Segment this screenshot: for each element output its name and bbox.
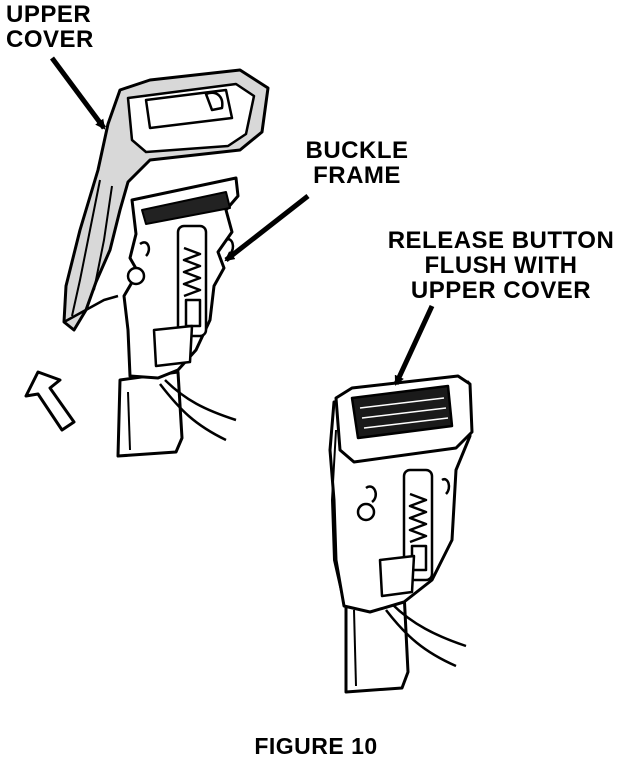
right-buckle-assembly [328,374,474,694]
label-release-line-2: FLUSH WITH [424,252,578,279]
label-upper-cover: UPPER COVER [6,2,94,52]
figure-caption: FIGURE 10 [254,733,378,759]
label-buckle-frame: BUCKLE FRAME [296,138,418,188]
label-release-line-3: UPPER COVER [410,277,592,304]
pull-down-arrow [24,370,76,432]
upper-cover-leader [49,56,107,130]
release-button [350,384,454,440]
buckle-frame-leader [224,194,310,262]
left-wires [159,379,237,442]
label-upper-cover-line-2: COVER [6,26,94,53]
left-spring [182,246,202,298]
label-release-button: RELEASE BUTTON FLUSH WITH UPPER COVER [384,228,618,303]
left-webbing-strap [116,370,184,458]
label-buckle-frame-line-1: BUCKLE [305,137,409,164]
label-upper-cover-line-1: UPPER [6,1,92,28]
release-button-leader [393,304,435,386]
label-release-line-1: RELEASE BUTTON [387,227,615,254]
right-spring [408,492,428,544]
left-buckle-assembly [62,68,270,458]
right-wires [385,603,467,668]
label-buckle-frame-line-2: FRAME [313,162,401,189]
